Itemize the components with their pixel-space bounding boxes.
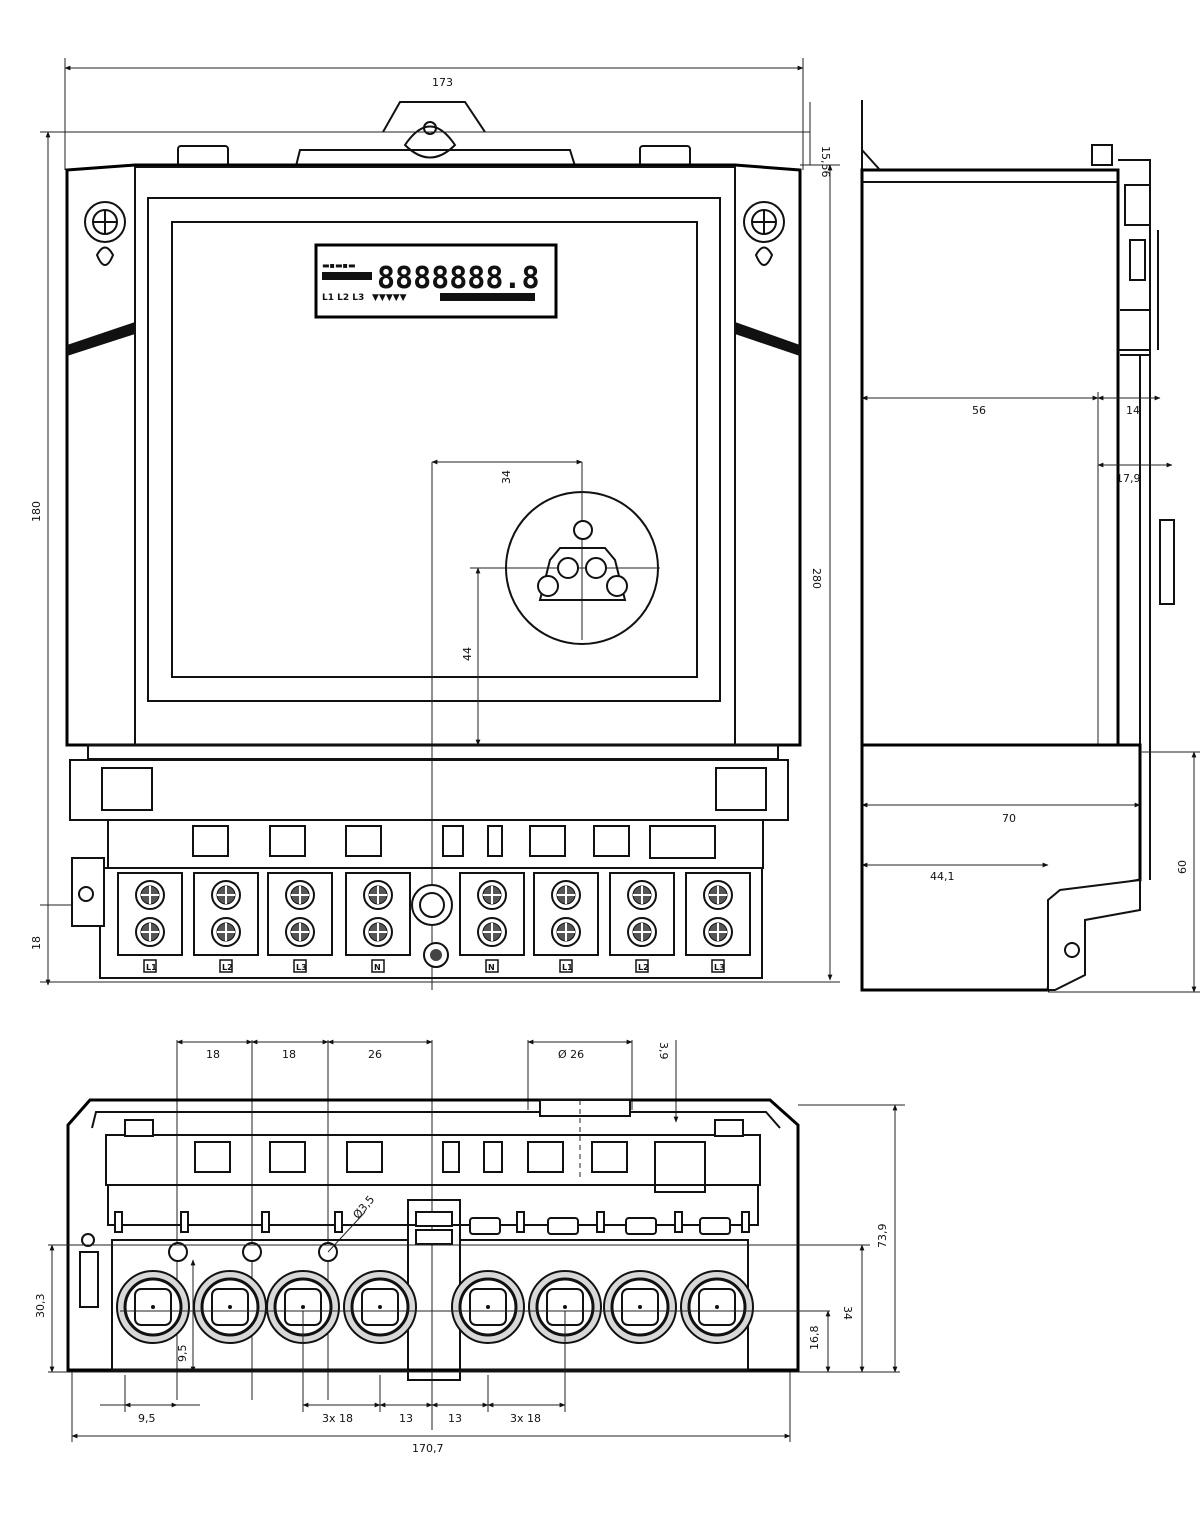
terminal-windows [192, 825, 716, 859]
terminal-label-3: L3 [296, 963, 307, 972]
hanging-tab [382, 101, 486, 133]
terminal-7 [609, 872, 675, 956]
terminal-labels: L1 L2 L3 N N L1 L2 L3 [143, 959, 725, 973]
dim-socket-vertical: 44 [461, 647, 474, 661]
terminal-label-5: N [488, 963, 495, 972]
dim-depth-main: 56 [972, 404, 986, 417]
screw-2 [242, 1242, 262, 1262]
bottom-view: 18 18 26 Ø 26 3,9 [34, 1039, 905, 1455]
terminal-2 [193, 872, 259, 956]
terminal-cover-band [69, 759, 789, 821]
dim-height-total: 280 [810, 568, 823, 589]
terminal-label-7: L2 [638, 963, 649, 972]
dim-offset-small: 9,5 [176, 1345, 189, 1363]
terminal-screws [117, 872, 751, 968]
dim-height-mid: 34 [841, 1306, 854, 1320]
screw-top-right [743, 201, 785, 266]
terminal-8 [685, 872, 751, 956]
terminal-label-2: L2 [222, 963, 233, 972]
terminal-1 [117, 872, 183, 956]
dim-pitch-left: 3x 18 [322, 1412, 353, 1425]
dim-depth-cover: 14 [1126, 404, 1140, 417]
dim-height-low: 16,8 [808, 1326, 821, 1351]
screw-top-left [84, 201, 126, 266]
dim-base-depth: 70 [1002, 812, 1016, 825]
dim-height-left: 180 [30, 501, 43, 522]
dim-hole-dia: Ø 26 [558, 1048, 584, 1061]
dim-bottom-left: 18 [30, 936, 43, 950]
dim-width-top: 173 [432, 76, 453, 89]
bottom-housing [66, 1098, 800, 1372]
dim-pitch-c: 26 [368, 1048, 382, 1061]
terminal-label-4: N [374, 963, 381, 972]
terminal-4 [345, 872, 411, 956]
side-body [860, 168, 1120, 747]
dim-base-height: 60 [1176, 860, 1189, 874]
cable-hole-1 [116, 1270, 190, 1344]
dim-left-margin: 9,5 [138, 1412, 156, 1425]
terminal-label-8: L3 [714, 963, 725, 972]
svg-text:▬▪▬▪▬: ▬▪▬▪▬ [322, 261, 356, 270]
face-plate [171, 221, 698, 678]
terminal-label-1: L1 [146, 963, 157, 972]
terminal-label-6: L1 [562, 963, 573, 972]
window-frame [147, 197, 721, 702]
dim-top-gap: 3,9 [657, 1042, 670, 1060]
meter-body [65, 163, 802, 747]
svg-text:▼▼▼▼▼: ▼▼▼▼▼ [372, 293, 407, 303]
dim-screw-dia: Ø3,5 [351, 1193, 378, 1221]
cable-hole-3 [266, 1270, 340, 1344]
cable-entry-holes [116, 1270, 754, 1344]
dim-socket-horizontal: 34 [500, 470, 513, 484]
cable-hole-7 [603, 1270, 677, 1344]
terminal-3 [267, 872, 333, 956]
side-base [860, 743, 1142, 992]
side-view: 56 14 17,9 70 44,1 60 [860, 100, 1200, 993]
cable-hole-5 [451, 1270, 525, 1344]
dim-pitch-right: 3x 18 [510, 1412, 541, 1425]
bottom-windows [194, 1141, 706, 1193]
terminal-5 [459, 872, 525, 956]
optical-socket [470, 462, 660, 645]
screw-1 [168, 1242, 188, 1262]
front-view: 173 15,56 [30, 58, 840, 990]
dim-pitch-a: 18 [206, 1048, 220, 1061]
dim-base-inner: 44,1 [930, 870, 955, 883]
lcd-phase-row: L1 L2 L3 [322, 293, 364, 303]
cable-hole-4 [343, 1270, 417, 1344]
dim-gap-1: 13 [399, 1412, 413, 1425]
cable-hole-2 [193, 1270, 267, 1344]
dim-total-width: 170,7 [412, 1442, 444, 1455]
dim-height-total-bottom: 73,9 [876, 1224, 889, 1249]
dim-rail-offset: 17,9 [1116, 472, 1141, 485]
dim-gap-2: 13 [448, 1412, 462, 1425]
lcd-display: ▬▪▬▪▬ 8888888.8 L1 L2 L3 ▼▼▼▼▼ [314, 243, 558, 319]
lcd-digits: 8888888.8 [377, 261, 540, 296]
cable-hole-8 [680, 1270, 754, 1344]
terminal-6 [533, 872, 599, 956]
dim-height-left-bottom: 30,3 [34, 1294, 47, 1319]
dim-pitch-b: 18 [282, 1048, 296, 1061]
